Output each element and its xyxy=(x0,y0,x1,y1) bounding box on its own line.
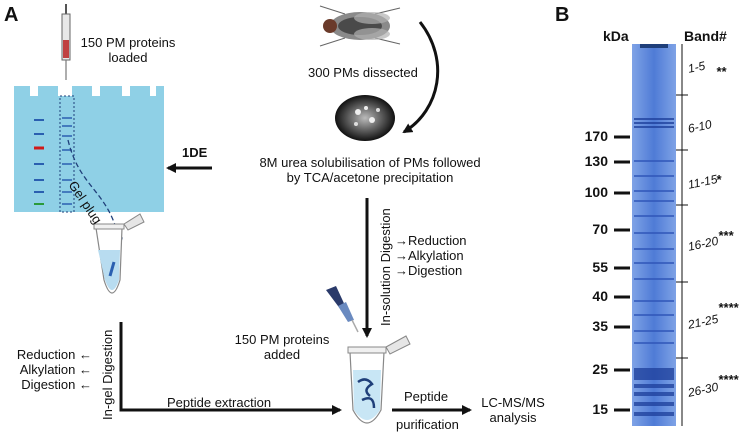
gel-slab xyxy=(14,86,164,213)
lane-band xyxy=(634,342,674,344)
in-gel-step-3: Digestion ← xyxy=(21,376,92,392)
analysis-line-1: LC-MS/MS xyxy=(481,395,545,410)
in-gel-arrow xyxy=(119,322,342,415)
dissected-text: 300 PMs dissected xyxy=(308,65,418,80)
band-header: Band# xyxy=(684,28,727,44)
one-de-label: 1DE xyxy=(182,145,208,160)
kda-label: 25 xyxy=(592,361,608,377)
lane-band xyxy=(634,300,674,302)
lane-band xyxy=(634,215,674,217)
in-gel-label: In-gel Digestion xyxy=(100,329,115,420)
lane-band xyxy=(634,262,674,264)
added-text-line-1: 150 PM proteins xyxy=(234,332,330,347)
lane-band xyxy=(634,368,674,372)
band-significance-stars: * xyxy=(716,172,722,187)
band-significance-stars: *** xyxy=(718,228,734,243)
kda-label: 55 xyxy=(592,259,608,275)
lane-band xyxy=(634,402,674,406)
solubilisation-line-1: 8M urea solubilisation of PMs followed xyxy=(259,155,481,170)
in-solution-steps: →Reduction →Alkylation →Digestion xyxy=(395,233,467,279)
purification-label: purification xyxy=(396,417,459,432)
added-text-line-2: added xyxy=(263,346,301,362)
added-text: 150 PM proteins added xyxy=(232,332,332,363)
pipette-icon xyxy=(326,286,359,333)
kda-label: 35 xyxy=(592,318,608,334)
lane-band xyxy=(634,175,674,177)
kda-label: 170 xyxy=(584,128,608,144)
loaded-text-line-1: 150 PM proteins xyxy=(80,35,176,50)
lane-band xyxy=(634,118,674,120)
kda-label: 15 xyxy=(592,401,608,417)
fly-icon xyxy=(319,5,401,47)
peptide-extraction-label: Peptide extraction xyxy=(167,395,272,410)
panel-b-label: B xyxy=(555,4,570,26)
coomassie-lane xyxy=(632,44,676,426)
lane-band xyxy=(634,392,674,396)
kda-label: 70 xyxy=(592,221,608,237)
lane-band xyxy=(634,200,674,202)
lane-band xyxy=(634,412,674,416)
lane-band xyxy=(634,232,674,234)
in-solution-label: In-solution Digestion xyxy=(378,208,393,326)
lane-band xyxy=(634,376,674,380)
band-bracket xyxy=(676,44,688,426)
lane-band xyxy=(634,160,674,162)
in-solution-step-2: →Alkylation xyxy=(395,247,464,263)
in-gel-step-1: Reduction ← xyxy=(16,347,92,362)
tube-in-solution xyxy=(347,335,411,424)
dissected-pms-dish xyxy=(335,95,395,141)
kda-ticks xyxy=(614,135,630,412)
in-gel-steps: Reduction ← Alkylation ← Digestion ← xyxy=(6,347,92,393)
lane-band xyxy=(634,248,674,250)
in-solution-step-3: →Digestion xyxy=(395,262,463,278)
in-gel-step-2: Alkylation ← xyxy=(19,361,92,377)
analysis-text: LC-MS/MS analysis xyxy=(478,395,548,426)
syringe-icon xyxy=(61,4,71,80)
kda-header: kDa xyxy=(603,28,629,44)
tube-in-gel xyxy=(93,213,145,294)
lane-band xyxy=(634,314,674,316)
lane-bands xyxy=(634,118,674,416)
dissection-arrow xyxy=(402,21,440,134)
analysis-line-2: analysis xyxy=(489,409,537,425)
band-significance-stars: **** xyxy=(718,300,739,315)
lane-band xyxy=(634,372,674,376)
kda-label: 100 xyxy=(584,184,608,200)
gel-plug-arrow xyxy=(67,139,123,246)
kda-label: 40 xyxy=(592,288,608,304)
loaded-text: 150 PM proteins loaded xyxy=(78,35,178,66)
lane-band xyxy=(634,278,674,280)
lane-band xyxy=(634,190,674,192)
band-significance-stars: ** xyxy=(716,64,727,79)
panel-a-label: A xyxy=(4,4,19,26)
peptide-label: Peptide xyxy=(404,389,449,404)
sample-lane xyxy=(59,95,75,213)
solubilisation-text: 8M urea solubilisation of PMs followed b… xyxy=(220,155,520,186)
lane-band xyxy=(634,126,674,128)
marker-lane xyxy=(34,119,44,205)
lane-band xyxy=(634,384,674,388)
band-significance-stars: **** xyxy=(718,372,739,387)
kda-label: 130 xyxy=(584,153,608,169)
lane-band xyxy=(634,330,674,332)
solubilisation-line-2: by TCA/acetone precipitation xyxy=(286,169,454,185)
in-solution-step-1: →Reduction xyxy=(395,233,467,248)
lane-band xyxy=(634,122,674,124)
loaded-text-line-2: loaded xyxy=(108,49,148,65)
